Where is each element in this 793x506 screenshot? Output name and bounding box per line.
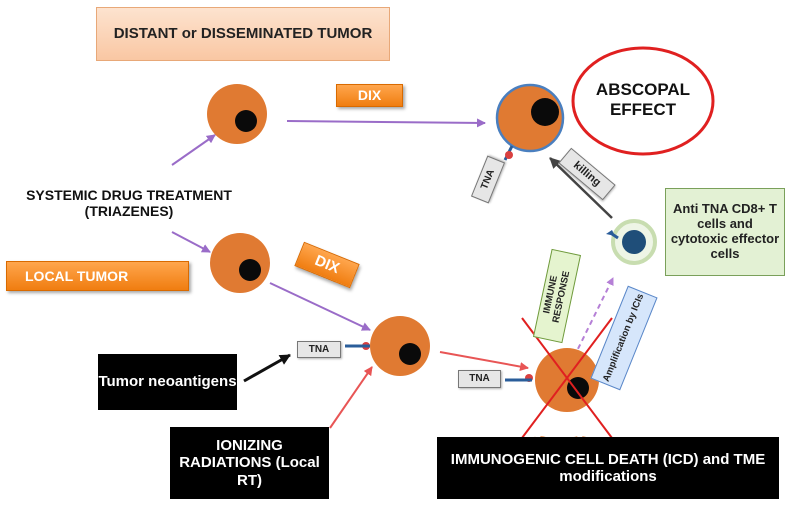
arrow-killing (549, 157, 613, 219)
abscopal-ellipse (571, 46, 715, 156)
ionizing-radiations-label: IONIZING RADIATIONS (Local RT) (170, 427, 329, 499)
systemic-treatment-label: SYSTEMIC DRUG TREATMENT (TRIAZENES) (26, 186, 232, 219)
distant-tumor-label: DISTANT or DISSEMINATED TUMOR (96, 7, 390, 61)
arrow-systemic-to-local (171, 231, 211, 253)
arrow-systemic-to-distant (171, 134, 216, 166)
local-tumor-cell (210, 233, 270, 293)
arrow-radiation-to-cell (329, 366, 373, 429)
icd-label: IMMUNOGENIC CELL DEATH (ICD) and TME mod… (437, 437, 779, 499)
treated-tumor-cell (345, 316, 430, 376)
cytotoxic-t-cell (606, 219, 657, 265)
local-tumor-label: LOCAL TUMOR (6, 261, 189, 291)
arrow-local-to-treated (269, 282, 371, 331)
tna-label-bottom: TNA (458, 370, 501, 388)
dead-cross-2 (521, 317, 613, 439)
tna-label-middle: TNA (297, 341, 341, 358)
distant-target-cell (495, 83, 565, 161)
tumor-neoantigens-label: Tumor neoantigens (98, 354, 237, 410)
dix-label-top: DIX (336, 84, 403, 107)
arrow-neoantigens-to-tna (243, 353, 291, 383)
anti-tna-tcells-label: Anti TNA CD8+ T cells and cytotoxic effe… (665, 188, 785, 276)
dying-tumor-cell (505, 317, 613, 444)
arrow-amplification-dashed (569, 277, 614, 366)
abscopal-effect-label: ABSCOPAL EFFECT (595, 80, 691, 119)
distant-tumor-cell (207, 84, 267, 144)
arrow-distant-to-target (286, 118, 486, 128)
arrow-treated-to-dying (439, 351, 529, 371)
